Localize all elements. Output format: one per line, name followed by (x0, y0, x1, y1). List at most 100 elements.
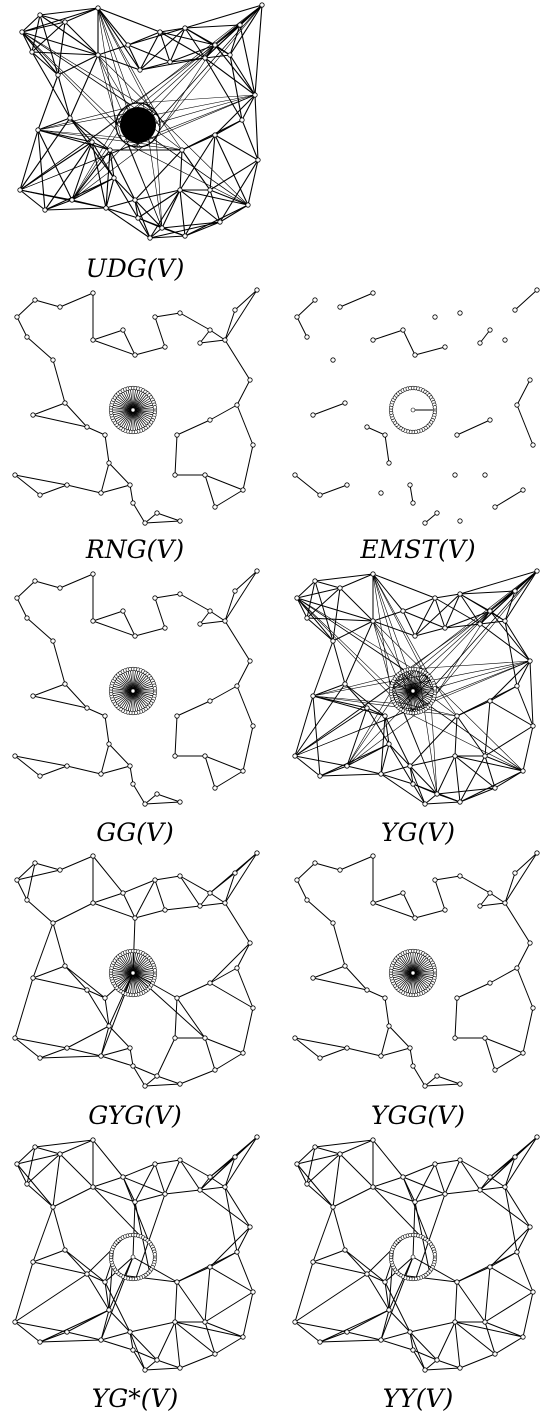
graph-node (120, 1174, 126, 1180)
graph-edge (52, 359, 66, 404)
graph-edge (434, 597, 481, 625)
star-edge (294, 711, 406, 757)
star-edge (97, 54, 122, 140)
graph-node (370, 1184, 376, 1190)
radial-edge (396, 676, 414, 692)
graph-node (294, 1161, 300, 1167)
graph-edge (296, 862, 316, 881)
graph-node (530, 442, 536, 448)
graph-edge (454, 755, 496, 789)
star-edge (372, 573, 409, 670)
caption-yy: YY(V) (382, 1384, 454, 1413)
graph-node (50, 920, 56, 926)
graph-edge (504, 902, 531, 944)
radial-edge (407, 951, 414, 974)
graph-node (106, 741, 112, 747)
graph-edge (92, 1186, 136, 1203)
star-edge (152, 44, 216, 142)
radial-edge (132, 669, 139, 692)
graph-edge (100, 1025, 110, 1057)
radial-edge (132, 951, 139, 974)
graph-edge (97, 7, 129, 46)
graph-node (107, 147, 113, 153)
graph-node (240, 768, 246, 774)
graph-node (24, 334, 30, 340)
graph-edge (444, 623, 481, 629)
graph-node (482, 1035, 488, 1041)
graph-node (142, 1367, 148, 1373)
radial-edge (402, 972, 414, 993)
star-edge (296, 597, 416, 714)
graph-node (294, 314, 300, 320)
graph-edge (204, 54, 231, 59)
graph-edge (312, 695, 386, 717)
graph-node (512, 1154, 518, 1160)
graph-node (32, 578, 38, 584)
graph-edge (100, 765, 131, 775)
graph-edge (104, 997, 110, 1027)
radial-edge (412, 676, 430, 692)
graph-edge (139, 31, 161, 71)
graph-edge (32, 414, 88, 428)
graph-edge (129, 1047, 134, 1067)
graph-edge (132, 1065, 146, 1087)
hub-edge (132, 1256, 178, 1283)
radial-edge (412, 690, 435, 697)
graph-node (452, 1035, 458, 1041)
radial-edge (132, 960, 152, 974)
radial-edge (398, 972, 414, 990)
graph-edge (39, 14, 99, 56)
graph-edge (312, 695, 321, 777)
graph-edge (516, 1251, 534, 1293)
graph-edge (332, 620, 374, 642)
graph-edge (372, 573, 404, 612)
radial-edge (132, 678, 152, 692)
hub-edge (108, 972, 134, 1027)
graph-edge (21, 7, 99, 33)
graph-node (364, 987, 370, 993)
radial-edge (111, 404, 134, 411)
radial-edge (412, 690, 422, 712)
graph-edge (504, 1156, 516, 1188)
graph-edge (127, 44, 141, 71)
graph-edge (144, 520, 181, 524)
radial-edge (124, 389, 134, 411)
spoke-edge (86, 1236, 126, 1275)
graph-node (239, 117, 245, 123)
spoke-edge (400, 1274, 458, 1283)
graph-edge (113, 177, 139, 219)
star-edge (137, 94, 256, 104)
graph-edge (14, 1037, 68, 1049)
graph-node (487, 608, 493, 614)
hub-edge (100, 1256, 134, 1341)
radial-edge (132, 388, 139, 411)
graph-node (410, 500, 416, 506)
graph-edge (242, 1291, 254, 1338)
panel-gg (5, 566, 265, 816)
graph-edge (59, 1153, 94, 1188)
star-edge (346, 671, 404, 767)
graph-node (207, 187, 213, 193)
graph-edge (66, 1047, 102, 1057)
star-edge (427, 610, 491, 708)
radial-edge (114, 690, 134, 704)
graph-node (162, 1191, 168, 1197)
graph-node (207, 890, 213, 896)
radial-edge (132, 395, 150, 411)
graph-edge (296, 597, 374, 622)
graph-edge (199, 1186, 226, 1191)
graph-edge (137, 217, 151, 239)
radial-edge (132, 688, 155, 692)
graph-edge (209, 404, 238, 421)
graph-node (177, 1157, 183, 1163)
graph-edge (424, 1083, 461, 1087)
graph-edge (97, 54, 141, 71)
star-edge (434, 570, 538, 686)
radial-edge (122, 972, 134, 993)
graph-node (452, 753, 458, 759)
graph-edge (134, 199, 163, 229)
radial-edge (132, 972, 153, 984)
radial-edge (132, 952, 142, 974)
graph-edge (444, 1189, 481, 1195)
graph-edge (314, 580, 334, 642)
